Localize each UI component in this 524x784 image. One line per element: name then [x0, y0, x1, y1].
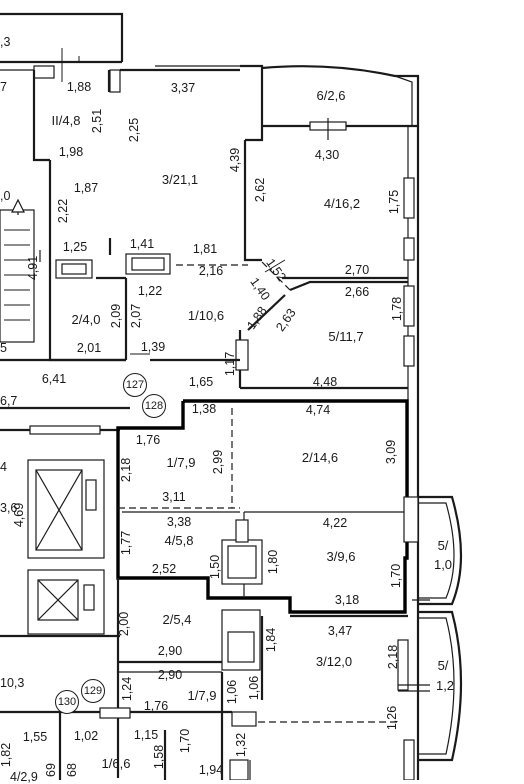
dim-label: 1,25: [62, 240, 88, 254]
dim-label: 4,39: [228, 147, 242, 173]
dim-label: 4,91: [26, 255, 40, 281]
room-label-6-2-6: 6/2,6: [316, 88, 346, 103]
dim-label: 3,11: [162, 490, 186, 504]
dim-label: 3,18: [334, 593, 360, 607]
dim-label: 1,76: [135, 433, 161, 447]
edge-fragment-label: 3,6: [0, 501, 18, 515]
dim-label: 4,30: [314, 148, 340, 162]
dim-label: 1,32: [234, 732, 248, 758]
dim-label: 1,80: [266, 549, 280, 575]
dim-label: 2,18: [386, 644, 400, 670]
dim-label: 2,25: [127, 117, 141, 143]
dim-label: 1,41: [129, 237, 155, 251]
dim-label: 2,70: [344, 263, 370, 277]
room-label-ii-4-8: II/4,8: [51, 113, 81, 128]
dim-label: 2,90: [157, 668, 183, 682]
dim-label: 1,70: [389, 563, 403, 589]
dim-label: 2,22: [56, 198, 70, 224]
dim-label: 1,58: [152, 744, 166, 770]
edge-fragment-label: 7: [0, 80, 7, 94]
room-label-2-5-4: 2/5,4: [162, 612, 192, 627]
dim-label: 1,50: [208, 554, 222, 580]
dim-label: 2,52: [151, 562, 177, 576]
dim-label: 1,17: [223, 351, 237, 377]
dim-label: 69: [44, 763, 58, 777]
dim-label: 68: [65, 763, 79, 777]
room-label-4-5-8: 4/5,8: [164, 533, 194, 548]
dim-label: 1,06: [225, 679, 239, 705]
dim-label: 2,00: [117, 611, 131, 637]
dim-label: 1,77: [119, 530, 133, 556]
edge-fragment-label: 4: [0, 460, 7, 474]
dim-label: 1,38: [191, 402, 217, 416]
dim-label: 2,66: [344, 285, 370, 299]
room-label-5-1-0-top: 5/: [437, 538, 449, 553]
dim-label: 1,78: [390, 296, 404, 322]
room-label-3-21-1: 3/21,1: [161, 172, 199, 187]
dim-label: 3,38: [166, 515, 192, 529]
dim-label: 1,88: [66, 80, 92, 94]
dim-label: 1,39: [140, 340, 166, 354]
room-label-5-11-7: 5/11,7: [328, 329, 364, 344]
dim-label: 2,07: [129, 303, 143, 329]
dim-label: 1,94: [198, 763, 224, 777]
dim-label: 1,22: [137, 284, 163, 298]
dim-label: 1,81: [192, 242, 218, 256]
dim-label: 1,02: [73, 729, 99, 743]
room-label-5-1-2-top: 5/: [437, 658, 449, 673]
dim-label: 1,98: [58, 145, 84, 159]
dim-label: 1,24: [120, 676, 134, 702]
marker-circle: 130: [55, 690, 79, 714]
dim-label: 2,90: [157, 644, 183, 658]
dim-label: 4,22: [322, 516, 348, 530]
dim-label: 6,41: [41, 372, 67, 386]
dim-label: 2,51: [90, 108, 104, 134]
room-label-1-7-9: 1/7,9: [166, 455, 196, 470]
room-label-3-12-0: 3/12,0: [315, 654, 353, 669]
dim-label: 1,70: [178, 728, 192, 754]
dim-label: 2,01: [76, 341, 102, 355]
marker-circle: 129: [81, 679, 105, 703]
room-label-3-9-6: 3/9,6: [326, 549, 356, 564]
dim-label: 4,48: [312, 375, 338, 389]
dim-label: 1,87: [73, 181, 99, 195]
room-label-1-10-6: 1/10,6: [187, 308, 225, 323]
dim-label: 2,62: [253, 177, 267, 203]
dim-label: 1,26: [385, 705, 399, 731]
dim-label: 1,65: [188, 375, 214, 389]
room-label-2-4-0: 2/4,0: [71, 312, 101, 327]
edge-fragment-label: ,0: [0, 189, 11, 203]
dim-label: 1,06: [247, 675, 261, 701]
edge-fragment-label: 10,3: [0, 676, 25, 690]
dim-label: 2,09: [109, 303, 123, 329]
room-label-5-1-2-bottom: 1,2: [435, 678, 455, 693]
dim-label: 4,74: [305, 403, 331, 417]
edge-fragment-label: 4/2,9: [10, 770, 38, 784]
marker-circle: 128: [142, 394, 166, 418]
edge-fragment-label: ,3: [0, 35, 11, 49]
edge-fragment-label: 5: [0, 341, 7, 355]
dim-label: 1,82: [0, 742, 13, 768]
edge-fragment-label: 6,7: [0, 394, 18, 408]
dim-label: 1,55: [22, 730, 48, 744]
room-label-4-16-2: 4/16,2: [323, 196, 361, 211]
dim-label: 3,47: [327, 624, 353, 638]
dim-label: 1,15: [133, 728, 159, 742]
dim-label: 1,75: [387, 189, 401, 215]
dim-label: 2,99: [211, 449, 225, 475]
room-label-2-14-6: 2/14,6: [301, 450, 339, 465]
dim-label: 1,84: [264, 627, 278, 653]
room-label-1-7-9-b: 1/7,9: [187, 688, 217, 703]
dim-label: 3,37: [170, 81, 196, 95]
marker-circle: 127: [123, 373, 147, 397]
dim-label: 3,09: [384, 439, 398, 465]
dim-label: 2,18: [119, 457, 133, 483]
room-label-1-6-6: 1/6,6: [101, 756, 131, 771]
dim-label: 1,76: [143, 699, 169, 713]
room-label-5-1-0-bottom: 1,0: [433, 557, 453, 572]
dim-label: 2,16: [198, 264, 224, 278]
